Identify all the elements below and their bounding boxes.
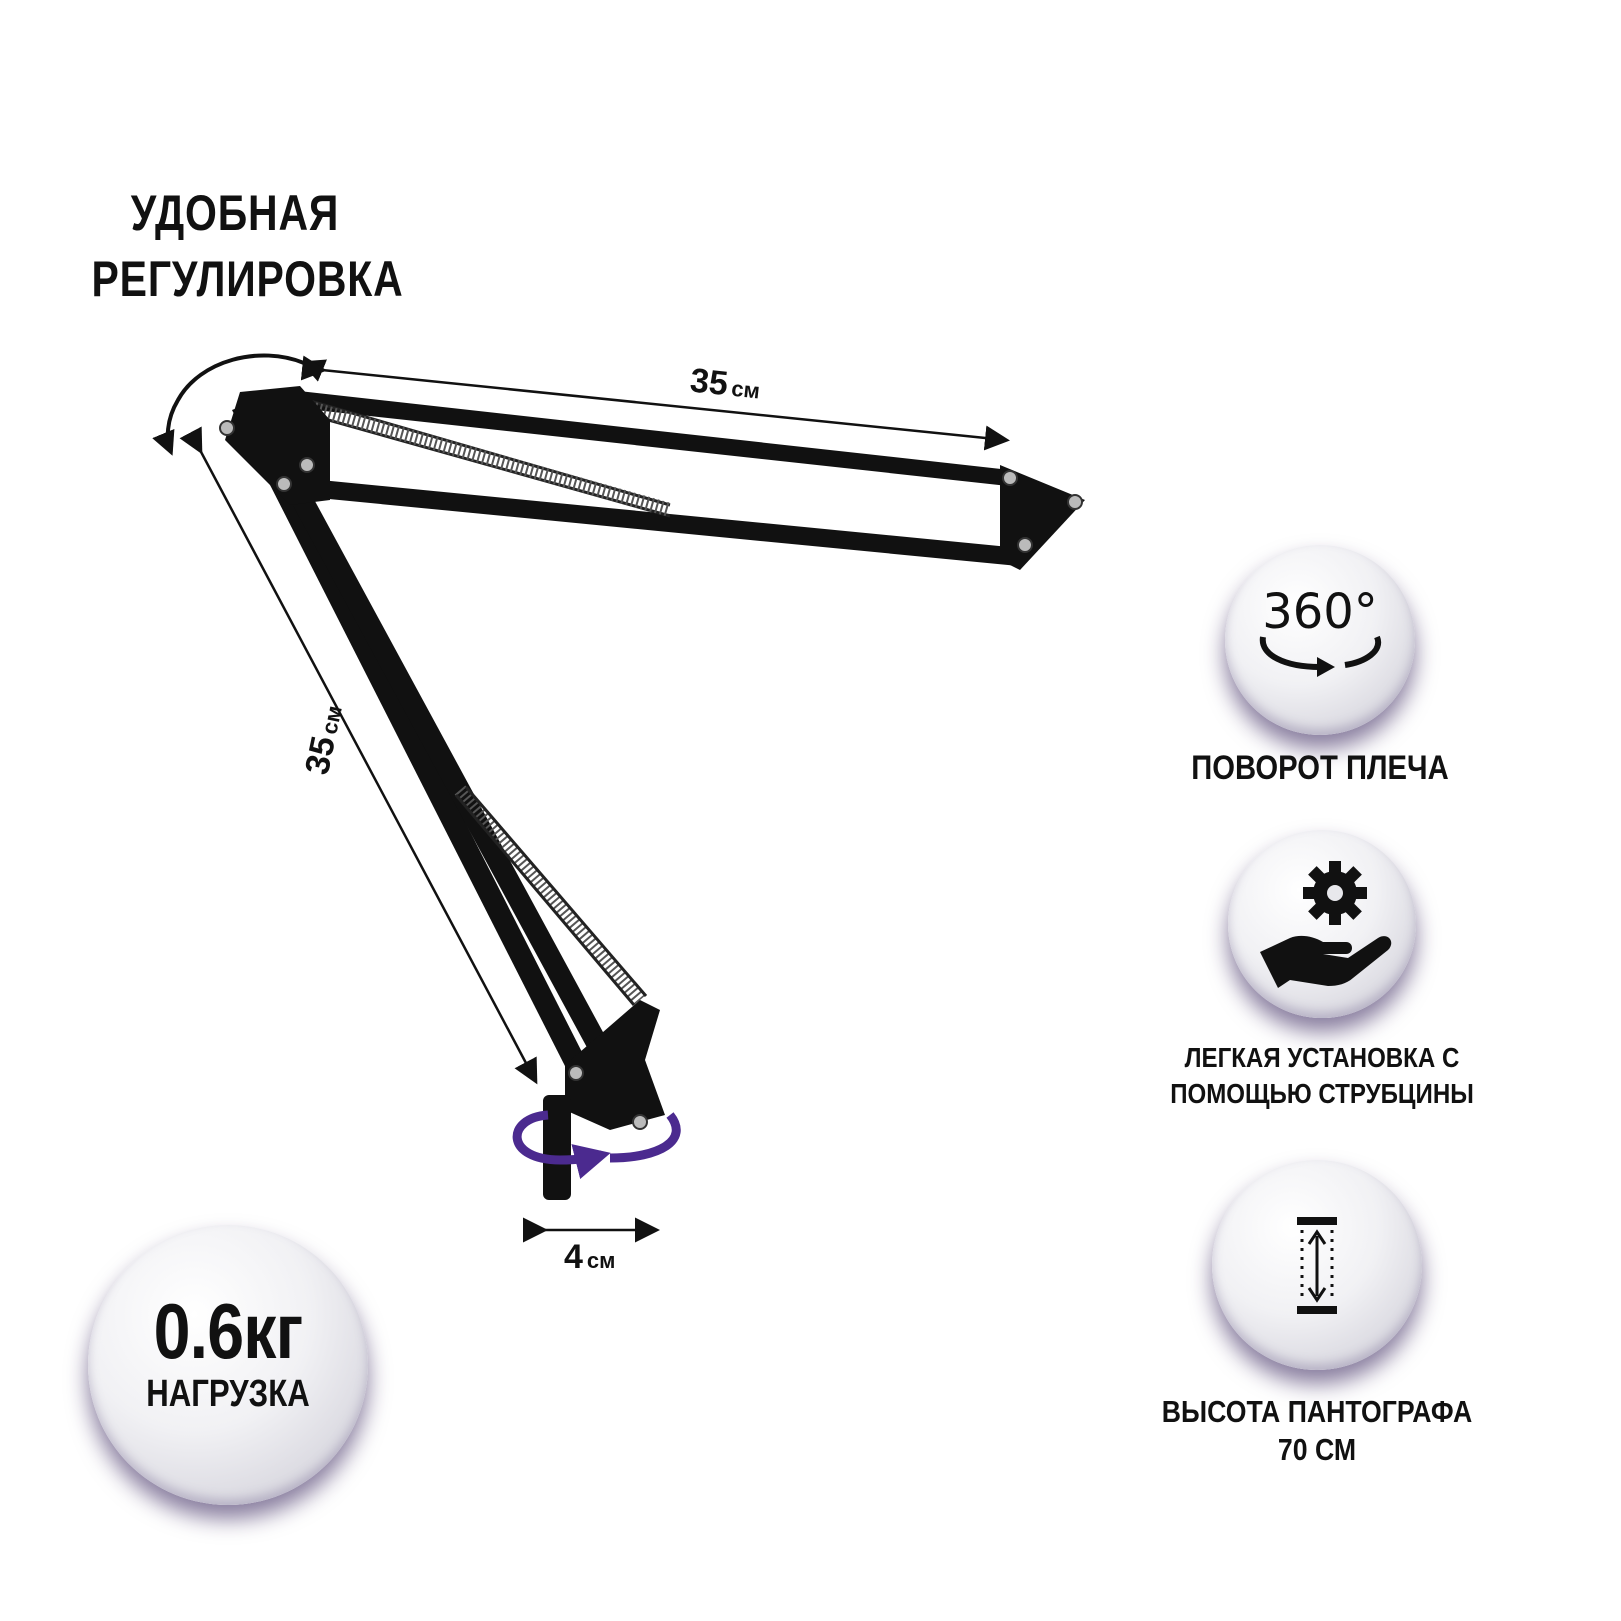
gear-hand-icon bbox=[1260, 861, 1392, 988]
rotation-label: ПОВОРОТ ПЛЕЧА bbox=[1191, 749, 1449, 787]
height-badge bbox=[1212, 1160, 1422, 1379]
lower-spring bbox=[454, 786, 648, 1006]
lower-arm bbox=[232, 402, 610, 1068]
shoulder-joint bbox=[225, 386, 330, 505]
base-rotation-arrow bbox=[512, 1110, 611, 1180]
rotate-360-icon: 360° bbox=[1259, 584, 1382, 677]
upper-arm-dimension-label: 35см bbox=[688, 361, 762, 404]
svg-text:360°: 360° bbox=[1262, 584, 1378, 640]
installation-badge bbox=[1228, 830, 1416, 1026]
base-bracket bbox=[565, 1000, 665, 1130]
headline-line-1: УДОБНАЯ bbox=[130, 185, 340, 241]
height-label: ВЫСОТА ПАНТОГРАФА 70 СМ bbox=[1161, 1394, 1473, 1467]
shoulder-rotation-arrow bbox=[152, 353, 328, 456]
vertical-height-icon bbox=[1297, 1217, 1337, 1314]
upper-arm bbox=[288, 390, 1085, 570]
lower-arm-dimension-line bbox=[179, 426, 538, 1085]
rotation-badge: 360° bbox=[1225, 545, 1415, 743]
headline-line-2: РЕГУЛИРОВКА bbox=[91, 251, 404, 307]
headline: УДОБНАЯ РЕГУЛИРОВКА bbox=[91, 180, 404, 312]
load-label: НАГРУЗКА bbox=[146, 1373, 310, 1415]
installation-label: ЛЕГКАЯ УСТАНОВКА С ПОМОЩЬЮ СТРУБЦИНЫ bbox=[1170, 1042, 1474, 1109]
mount-post bbox=[543, 1095, 571, 1200]
load-text: 0.6кг НАГРУЗКА bbox=[98, 1290, 358, 1416]
load-value: 0.6кг bbox=[153, 1287, 304, 1375]
upper-arm-dimension-line bbox=[300, 355, 1010, 451]
